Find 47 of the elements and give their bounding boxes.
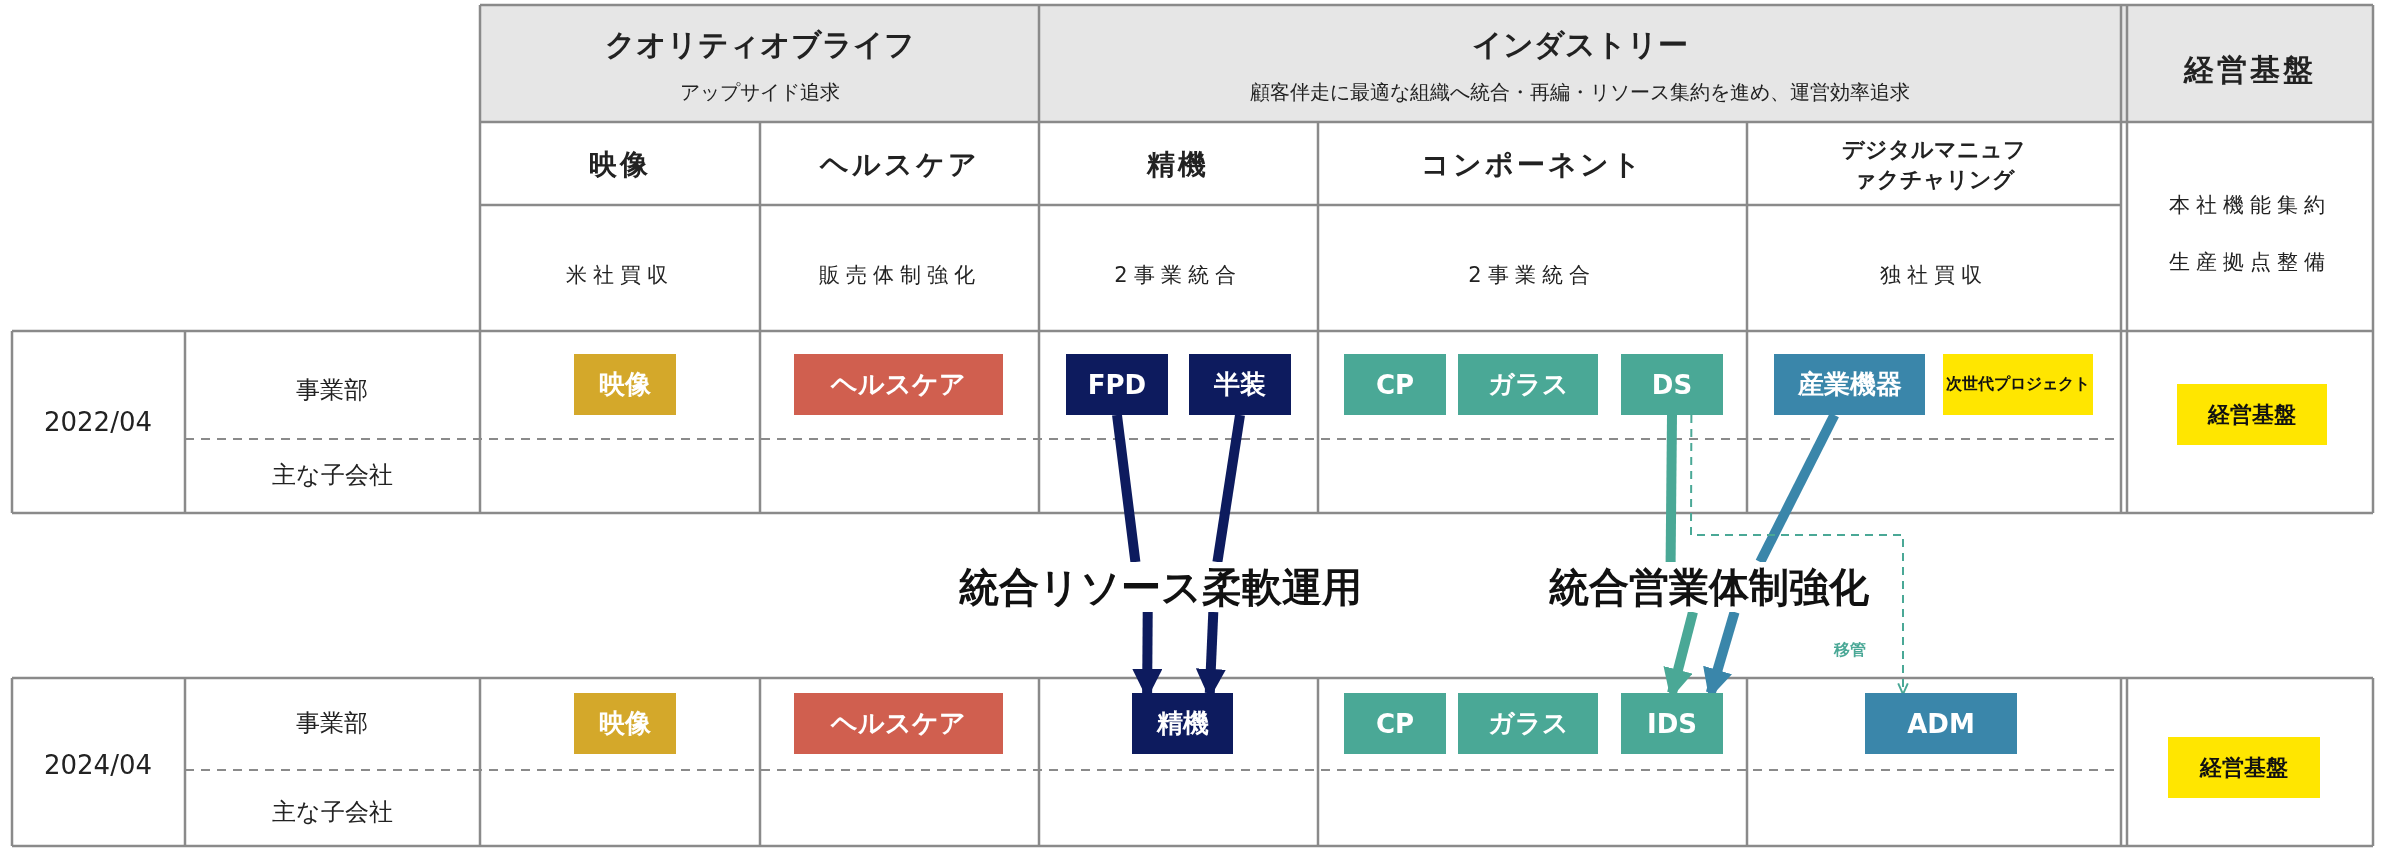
subheading: アップサイド追求 bbox=[680, 78, 840, 106]
note: 本社機能集約 bbox=[2169, 192, 2331, 219]
unit-box: ヘルスケア bbox=[794, 693, 1003, 754]
connector-line bbox=[1112, 414, 1141, 563]
date-label: 2024/04 bbox=[44, 750, 152, 780]
note: 販売体制強化 bbox=[819, 262, 981, 289]
column-heading: コンポーネント bbox=[1420, 147, 1644, 183]
note: 2事業統合 bbox=[1114, 262, 1242, 289]
column-heading: 映像 bbox=[589, 147, 651, 183]
arrow bbox=[1690, 414, 1909, 696]
connector-line bbox=[1212, 414, 1245, 563]
column-heading: 精機 bbox=[1147, 147, 1209, 183]
unit-box: CP bbox=[1344, 354, 1446, 415]
edge-label: 移管 bbox=[1832, 639, 1868, 661]
note: 2事業統合 bbox=[1468, 262, 1596, 289]
heading: クオリティオブライフ bbox=[605, 25, 915, 64]
row-label: 事業部 bbox=[296, 375, 368, 406]
unit-box: FPD bbox=[1066, 354, 1168, 415]
note: 生産拠点整備 bbox=[2169, 249, 2331, 276]
heading: インダストリー bbox=[1472, 25, 1688, 64]
unit-box: DS bbox=[1621, 354, 1723, 415]
unit-box: 半装 bbox=[1189, 354, 1291, 415]
unit-box: 映像 bbox=[574, 354, 676, 415]
column-heading: デジタルマニュファクチャリング bbox=[1841, 136, 2027, 194]
date-label: 2022/04 bbox=[44, 407, 152, 437]
unit-box: 次世代プロジェクト bbox=[1943, 354, 2093, 415]
unit-box: ガラス bbox=[1458, 693, 1598, 754]
row-label: 主な子会社 bbox=[271, 460, 393, 491]
callout-text: 統合営業体制強化 bbox=[1549, 562, 1869, 612]
note: 独社買収 bbox=[1880, 262, 1988, 289]
subheading: 顧客伴走に最適な組織へ統合・再編・リソース集約を進め、運営効率追求 bbox=[1250, 78, 1910, 106]
row-label: 主な子会社 bbox=[271, 797, 393, 828]
connector-line bbox=[1665, 414, 1677, 563]
column-heading: ヘルスケア bbox=[820, 147, 980, 183]
note: 米社買収 bbox=[566, 262, 674, 289]
unit-box: 経営基盤 bbox=[2177, 384, 2327, 445]
heading: 経営基盤 bbox=[2184, 50, 2316, 89]
unit-box: ヘルスケア bbox=[794, 354, 1003, 415]
unit-box: CP bbox=[1344, 693, 1446, 754]
unit-box: 経営基盤 bbox=[2168, 737, 2320, 798]
unit-box: 精機 bbox=[1132, 693, 1233, 754]
unit-box: ガラス bbox=[1458, 354, 1598, 415]
unit-box: IDS bbox=[1621, 693, 1723, 754]
unit-box: 映像 bbox=[574, 693, 676, 754]
row-label: 事業部 bbox=[296, 708, 368, 739]
unit-box: ADM bbox=[1865, 693, 2017, 754]
unit-box: 産業機器 bbox=[1774, 354, 1925, 415]
